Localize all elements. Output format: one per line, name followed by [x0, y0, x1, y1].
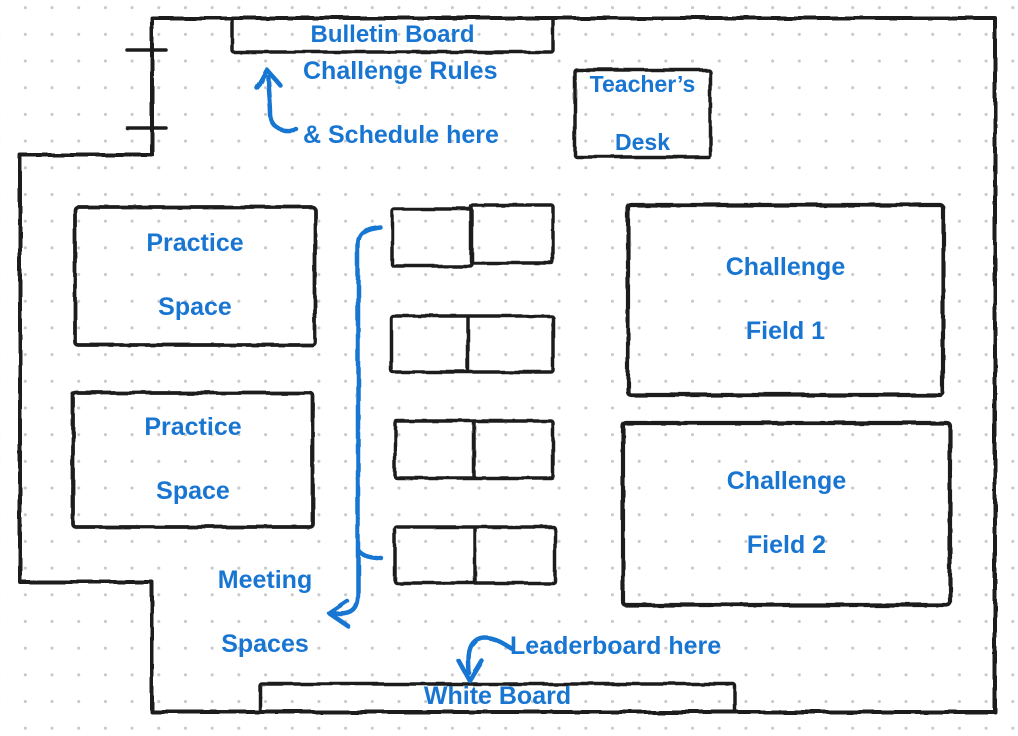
white-board-text: White Board — [423, 682, 572, 711]
room-outline — [18, 16, 997, 714]
meeting-spaces-annotation: Meeting Spaces — [200, 566, 330, 658]
rules-schedule-line2: & Schedule here — [303, 120, 499, 149]
challenge-field-2-line2: Field 2 — [746, 530, 827, 559]
challenge-field-2-label: Challenge Field 2 — [623, 423, 950, 605]
practice-space-2-label: Practice Space — [73, 393, 313, 527]
practice-space-1-line1: Practice — [146, 229, 244, 258]
meeting-spaces-line2: Spaces — [221, 629, 309, 658]
practice-space-1-line2: Space — [158, 292, 232, 321]
practice-space-1-label: Practice Space — [75, 207, 315, 345]
leaderboard-arrow-icon — [456, 635, 515, 684]
bulletin-board-label: Bulletin Board — [232, 18, 553, 52]
practice-space-2-line1: Practice — [144, 413, 242, 442]
practice-space-1-shape — [73, 205, 317, 347]
challenge-field-2-shape — [620, 420, 953, 608]
meeting-table-group-4 — [393, 525, 557, 585]
challenge-field-2-line1: Challenge — [726, 467, 847, 496]
meeting-table-group-1 — [390, 203, 555, 268]
practice-space-2-shape — [71, 391, 315, 529]
rules-schedule-line1: Challenge Rules — [303, 57, 498, 86]
challenge-field-1-line1: Challenge — [725, 253, 846, 282]
challenge-field-1-label: Challenge Field 1 — [628, 205, 943, 395]
white-board-shape — [258, 682, 737, 714]
meeting-table-group-2 — [389, 314, 555, 374]
teachers-desk-shape — [573, 68, 712, 159]
rules-schedule-annotation: Challenge Rules & Schedule here — [303, 57, 553, 149]
meeting-spaces-bracket-arrow-icon — [326, 224, 384, 629]
teachers-desk-line1: Teacher’s — [589, 70, 696, 97]
teachers-desk-line2: Desk — [615, 129, 670, 156]
practice-space-2-line2: Space — [156, 476, 230, 505]
rules-schedule-arrow-icon — [254, 67, 299, 133]
teachers-desk-label: Teacher’s Desk — [575, 70, 710, 157]
challenge-field-1-shape — [625, 202, 946, 398]
leaderboard-annotation: Leaderboard here — [510, 632, 750, 662]
white-board-label: White Board — [260, 682, 735, 712]
bulletin-board-text: Bulletin Board — [310, 20, 475, 48]
leaderboard-text: Leaderboard here — [510, 632, 722, 661]
bulletin-board-shape — [230, 16, 555, 54]
meeting-table-group-3 — [393, 419, 555, 480]
challenge-field-1-line2: Field 1 — [745, 316, 826, 345]
meeting-spaces-line1: Meeting — [217, 566, 313, 595]
